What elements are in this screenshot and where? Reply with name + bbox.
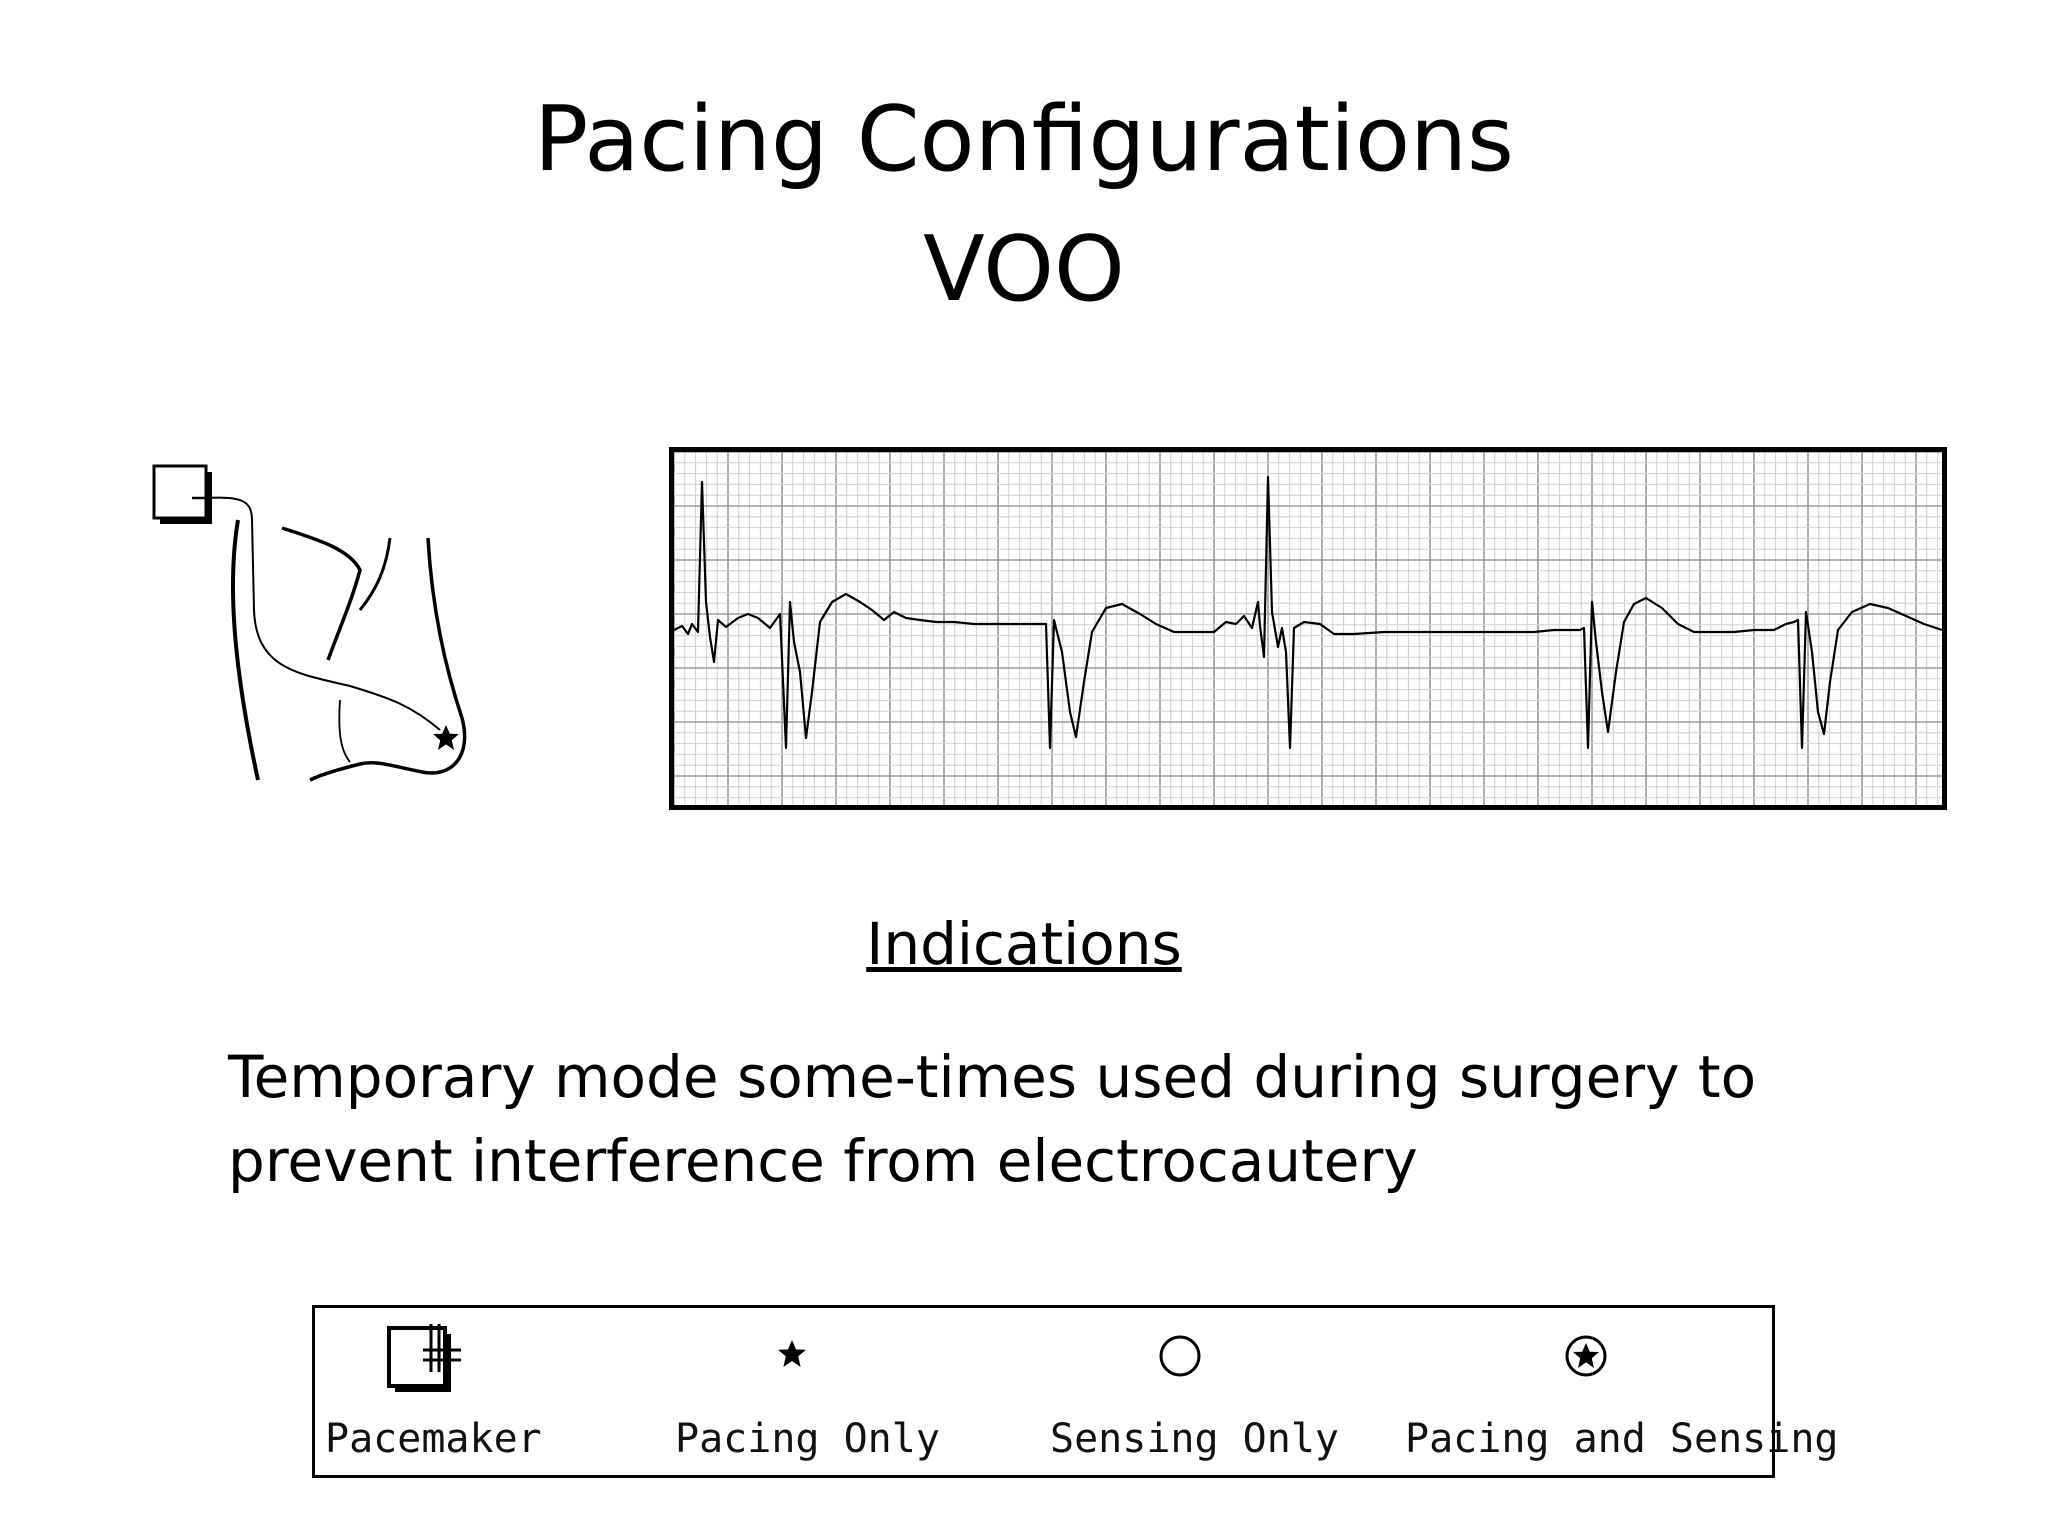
ecg-trace [674,475,1942,750]
heart-outline-right [309,537,467,782]
legend-item-sensing-only: Sensing Only [1050,1308,1370,1475]
heart-outline-inner [338,699,351,763]
ecg-grid [674,452,1942,805]
legend-item-pacing-only: Pacing Only [675,1308,975,1475]
legend-label-pacing-and-sensing: Pacing and Sensing [1405,1416,1839,1462]
legend-label-pacing-only: Pacing Only [675,1416,940,1462]
heart-outline-right-upper [358,537,392,611]
ecg-trace-chart [674,452,1942,805]
pacing-lead [205,496,441,731]
legend-label-sensing-only: Sensing Only [1050,1416,1339,1462]
pacemaker-icon [152,464,212,524]
legend-item-pacing-and-sensing: Pacing and Sensing [1405,1308,1838,1475]
legend-box: Pacemaker Pacing Only Sensing Only Pacin… [312,1305,1838,1478]
legend-label-pacemaker: Pacemaker [325,1416,542,1462]
heart-lead-diagram [152,464,467,782]
indications-description: Temporary mode some-times used during su… [228,1043,1757,1195]
star-in-circle-icon [1565,1335,1607,1377]
page-subtitle-mode: VOO [923,217,1125,322]
heart-outline-septum-top [281,526,362,661]
indications-heading: Indications [866,910,1182,978]
circle-icon [1159,1335,1201,1377]
star-icon [433,725,459,750]
star-icon [778,1340,806,1367]
pacemaker-icon [387,1324,461,1392]
legend-item-pacemaker: Pacemaker [325,1308,625,1475]
heart-outline-left [230,519,260,781]
page-title: Pacing Configurations [534,87,1514,192]
ecg-strip [669,447,1947,810]
